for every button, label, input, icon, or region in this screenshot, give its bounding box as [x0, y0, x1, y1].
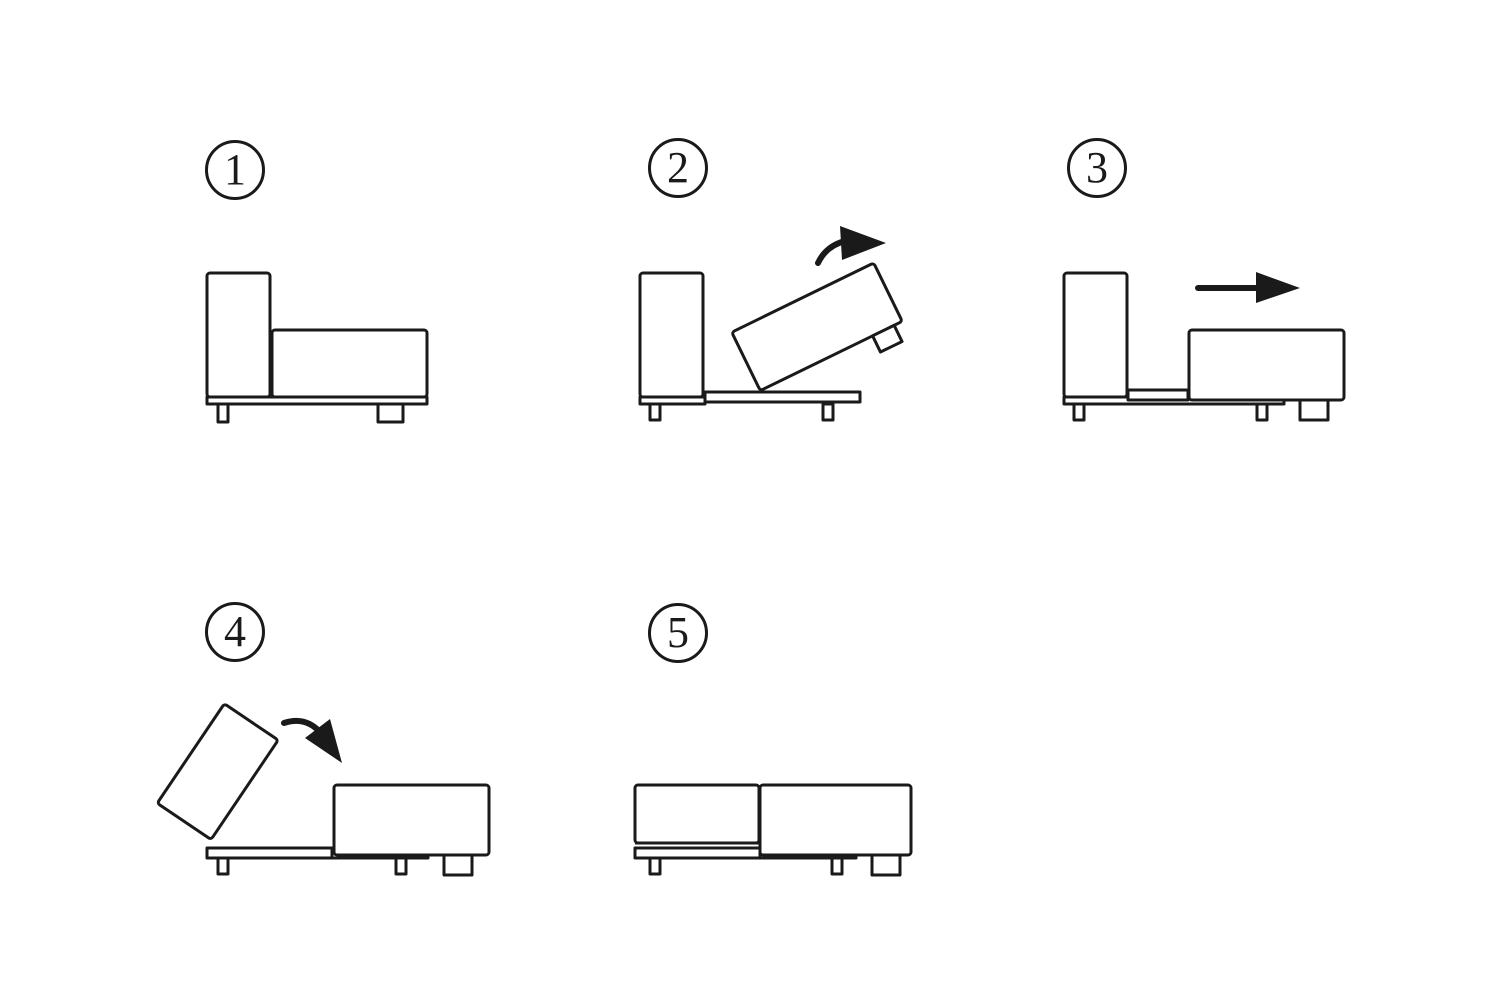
step-number-4: 4 — [205, 602, 265, 662]
step-number-2: 2 — [648, 138, 708, 198]
step-number-5: 5 — [648, 603, 708, 663]
step-number-3: 3 — [1067, 138, 1127, 198]
step-number-1: 1 — [205, 140, 265, 200]
